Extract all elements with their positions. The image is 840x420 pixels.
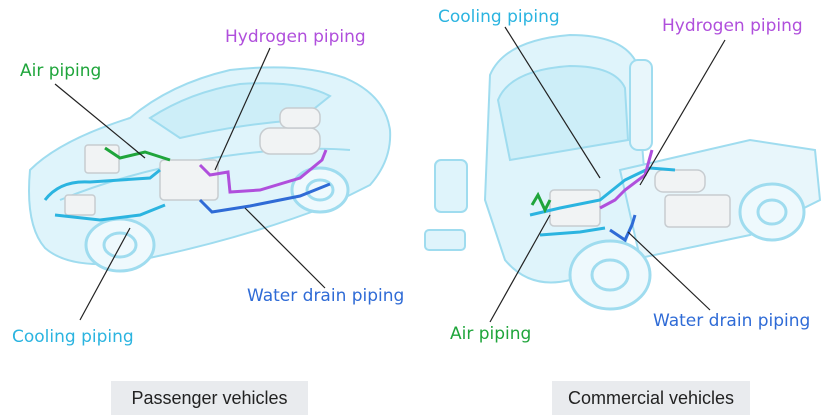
passenger-hydrogen-pipe [198,149,328,194]
commercial-air-pipe [530,191,552,214]
passenger-leader-lines [54,47,326,321]
commercial-vehicles-caption-text: Commercial vehicles [567,387,735,408]
commercial-air-piping-label: Air piping [450,324,532,344]
commercial-cooling-pipe [529,166,676,237]
passenger-hydrogen-piping-label: Hydrogen piping [225,27,366,47]
commercial-vehicle-panel: Cooling piping Hydrogen piping Air pipin… [420,0,840,420]
commercial-cooling-piping-label: Cooling piping [438,7,560,27]
commercial-hydrogen-piping-label: Hydrogen piping [662,16,803,36]
passenger-cooling-piping-label: Cooling piping [12,327,134,347]
commercial-hydrogen-pipe [599,149,654,210]
truck-cab [424,33,647,284]
passenger-water-drain-piping-label: Water drain piping [247,286,405,306]
passenger-air-pipe [104,146,171,162]
truck-components [549,169,731,228]
commercial-water-drain-piping-label: Water drain piping [653,311,811,331]
passenger-water-pipe [198,182,331,214]
passenger-vehicle-panel: Air piping Hydrogen piping Water drain p… [12,27,405,415]
passenger-vehicles-caption: Passenger vehicles [111,381,308,415]
commercial-truck-illustration [424,26,822,323]
passenger-air-piping-label: Air piping [20,61,102,81]
passenger-car-illustration [28,47,392,321]
commercial-leader-lines [489,26,726,323]
passenger-vehicles-caption-text: Passenger vehicles [131,387,288,408]
commercial-vehicles-caption: Commercial vehicles [552,381,750,415]
car-wheels [84,166,350,273]
truck-wheels [568,182,806,311]
passenger-cooling-pipe [43,168,166,222]
